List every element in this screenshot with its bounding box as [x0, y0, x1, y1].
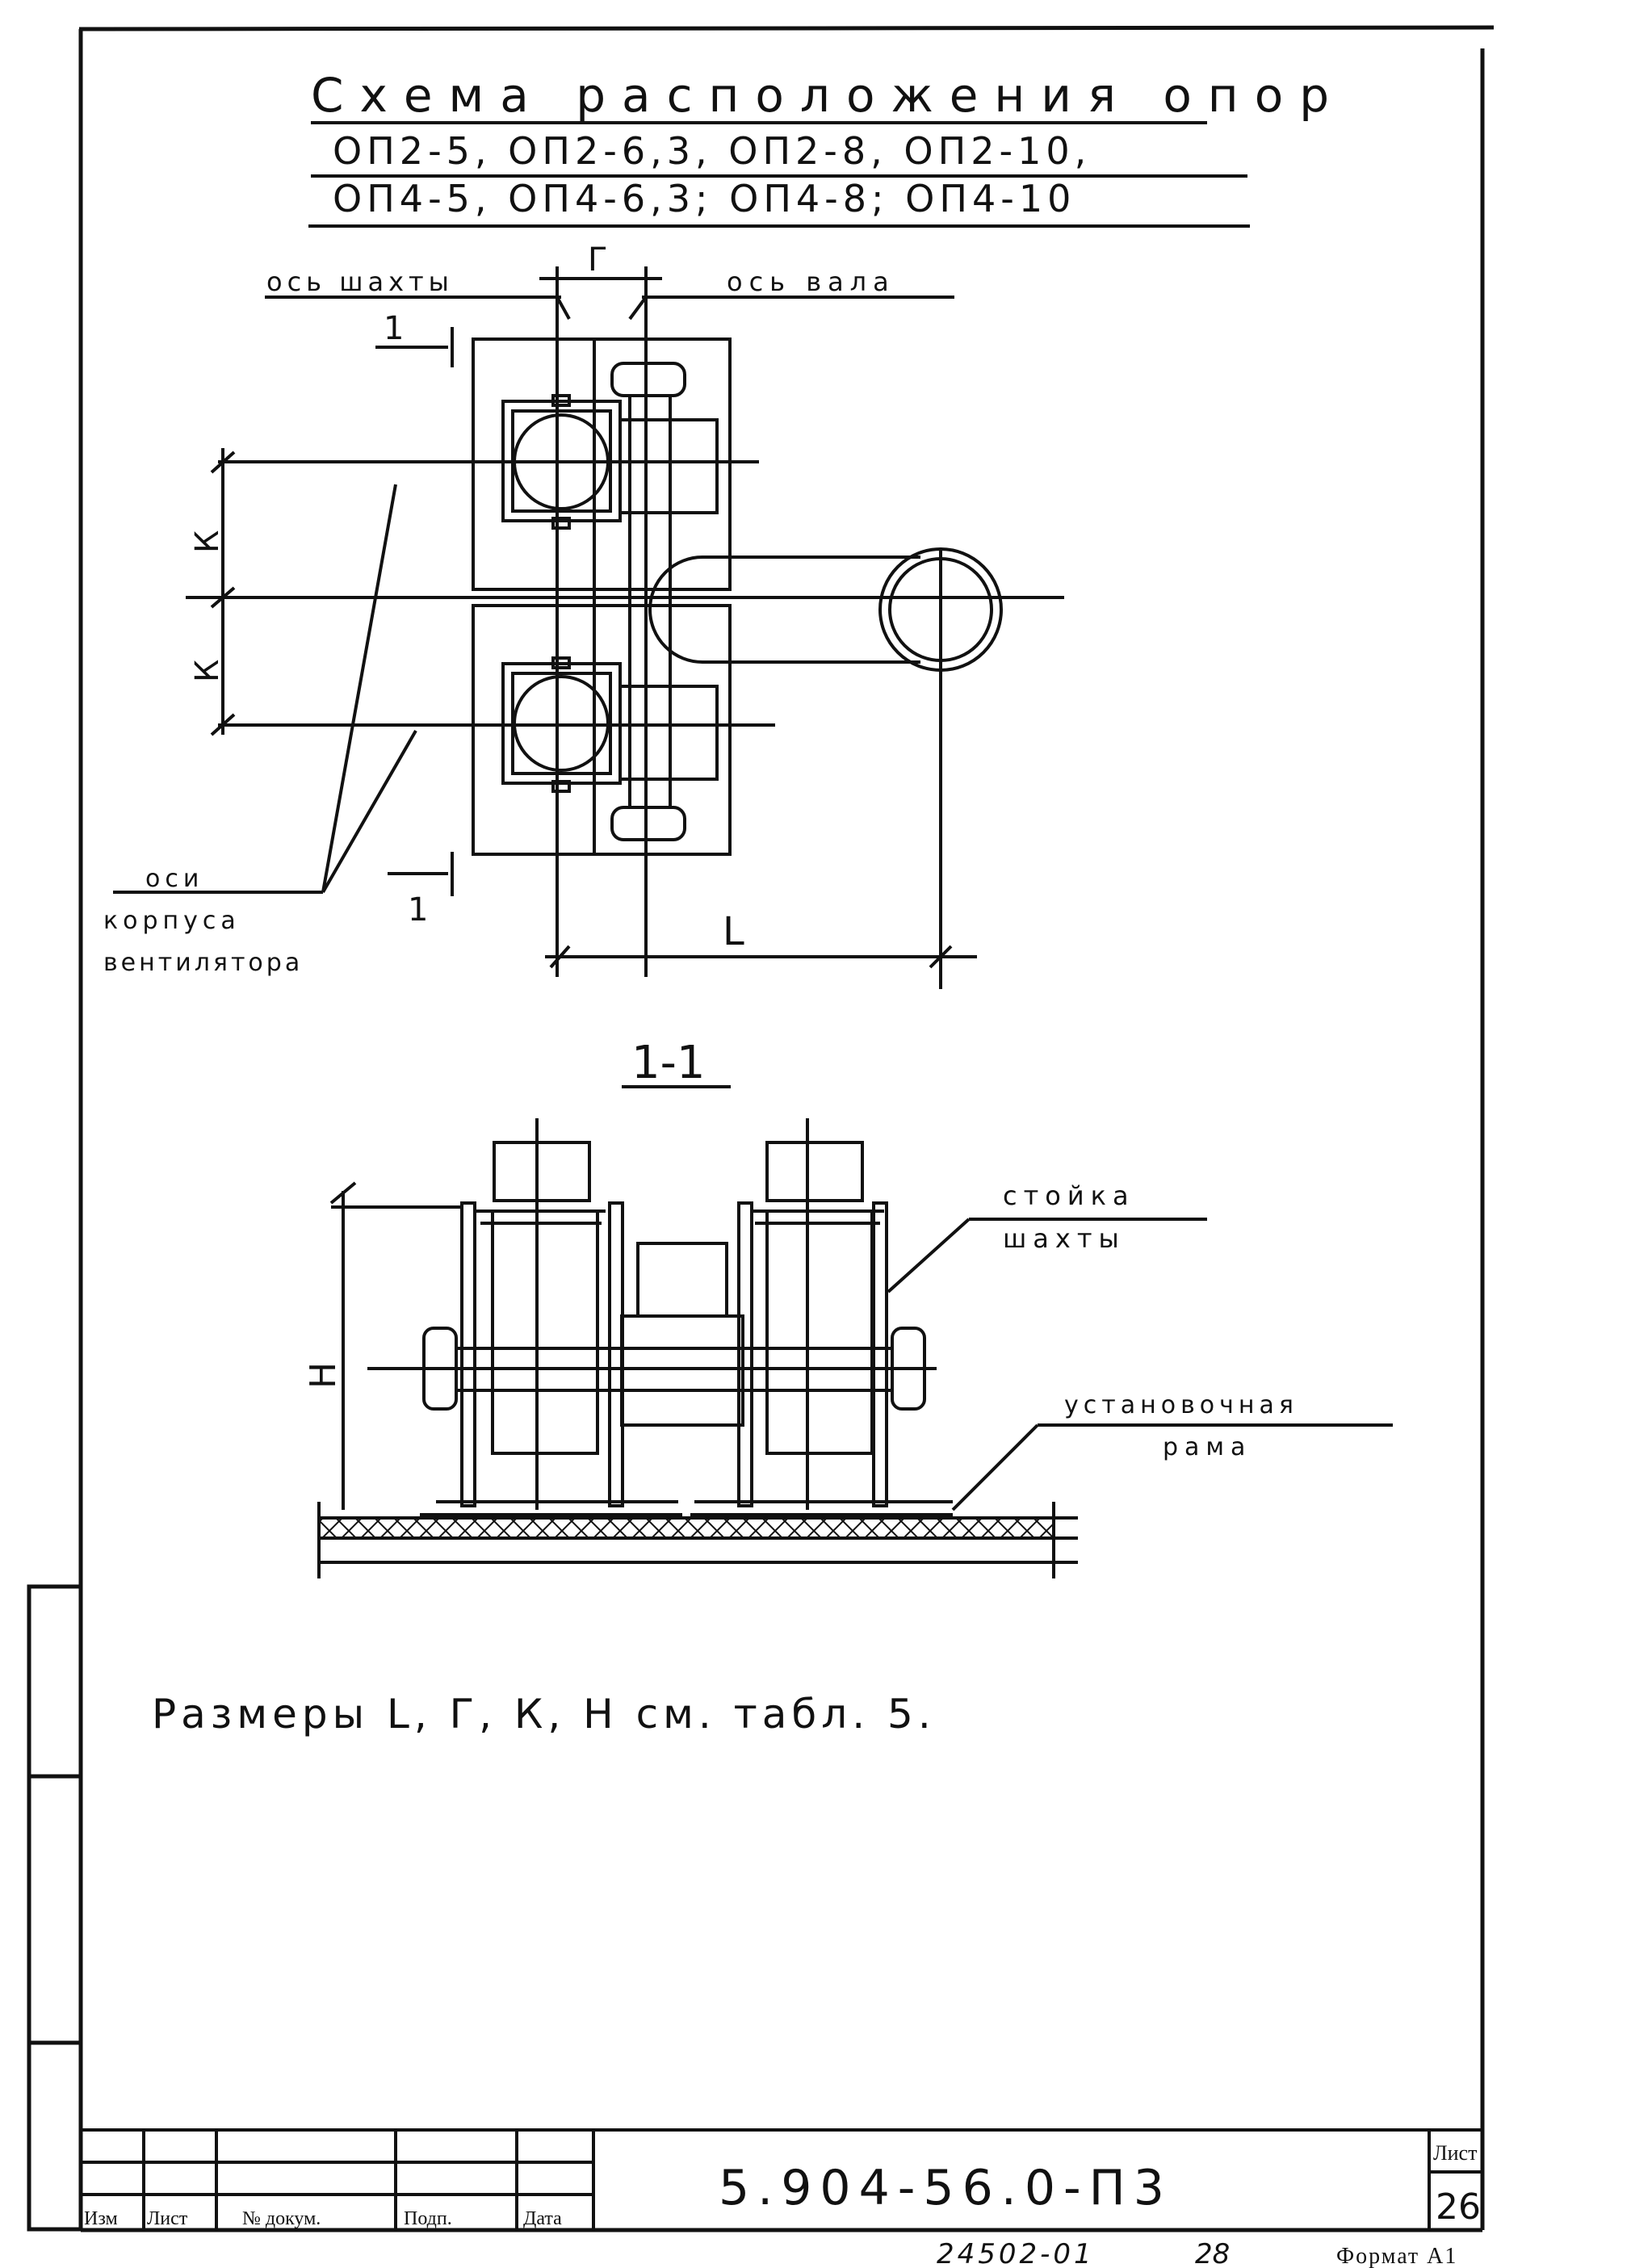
label-frame-1: установочная [1064, 1391, 1298, 1419]
section-title: 1-1 [631, 1037, 705, 1089]
label-shaft-axis-right: ось вала [727, 266, 895, 297]
section-title-group: 1-1 [622, 1037, 731, 1089]
label-dim-g: Г [588, 241, 607, 279]
dim-k-bottom: К [189, 660, 226, 682]
dimensions-note: Размеры L, Г, К, Н см. табл. 5. [152, 1691, 936, 1738]
title-block: Схема расположения опор ОП2-5, ОП2-6,3, … [308, 68, 1345, 228]
stamp-header-list: Лист [147, 2208, 188, 2229]
plan-view [113, 266, 1064, 989]
dim-l: L [723, 909, 744, 954]
title-line-1: Схема расположения опор [311, 68, 1345, 123]
label-stand-1: стойка [1003, 1180, 1135, 1211]
title-line-3: ОП4-5, ОП4-6,3; ОП4-8; ОП4-10 [333, 177, 1075, 220]
stamp-text: Изм Лист № докум. Подп. Дата 5.904-56.0-… [84, 2141, 1481, 2229]
label-axes-1: оси [145, 865, 203, 893]
stamp-header-date: Дата [523, 2208, 562, 2229]
stamp-header-doc: № докум. [242, 2208, 321, 2229]
stamp-header-izm: Изм [84, 2208, 118, 2229]
label-stand-2: шахты [1003, 1223, 1126, 1254]
foundation-hatching [319, 1520, 1054, 1537]
sheet-number: 26 [1436, 2186, 1481, 2228]
stamp-header-sign: Подп. [404, 2208, 452, 2229]
section-mark-top: 1 [384, 310, 404, 347]
label-axes-2: корпуса [103, 907, 241, 935]
label-frame-2: рама [1163, 1433, 1252, 1461]
section-view [317, 1118, 1393, 1578]
title-line-2: ОП2-5, ОП2-6,3, ОП2-8, ОП2-10, [333, 129, 1091, 173]
plan-labels: ось шахты Г ось вала 1 1 К К L оси корпу… [103, 241, 895, 977]
document-code: 5.904-56.0-П3 [719, 2160, 1172, 2216]
section-labels: стойка шахты установочная рама Н [303, 1180, 1298, 1461]
dim-h: Н [303, 1362, 344, 1389]
label-shaft-axis: ось шахты [266, 266, 454, 297]
footer: 24502-01 28 Формат А1 [937, 2238, 1457, 2268]
dim-k-top: К [189, 530, 226, 553]
sheet-label: Лист [1433, 2141, 1477, 2165]
title-stamp [81, 2128, 1482, 2230]
page-number: 28 [1195, 2238, 1230, 2268]
sheet-frame [27, 25, 1495, 2232]
inventory-number: 24502-01 [937, 2238, 1095, 2268]
format-label: Формат А1 [1336, 2244, 1457, 2268]
section-mark-bottom: 1 [408, 891, 428, 929]
label-axes-3: вентилятора [103, 949, 303, 977]
